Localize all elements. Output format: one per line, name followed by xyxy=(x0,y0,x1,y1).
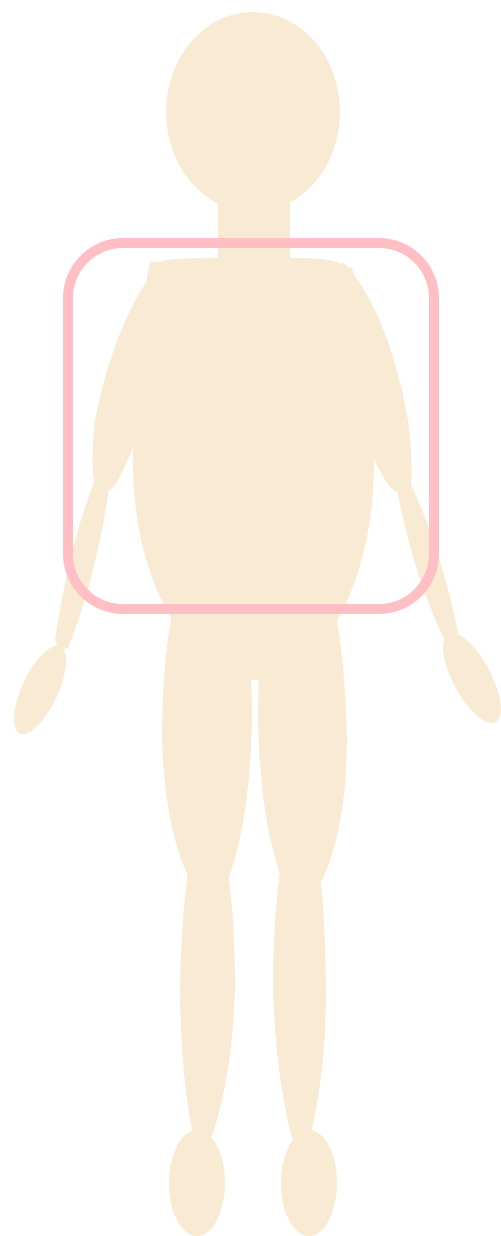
left-foot xyxy=(169,1130,225,1236)
right-hand xyxy=(432,625,501,731)
body-silhouette xyxy=(3,12,501,1236)
right-foot xyxy=(281,1130,337,1236)
right-shin xyxy=(273,872,326,1142)
head xyxy=(166,12,340,212)
left-shin xyxy=(180,872,235,1142)
left-forearm xyxy=(55,478,108,649)
left-thigh xyxy=(162,572,252,880)
left-hand xyxy=(3,639,76,741)
right-thigh xyxy=(258,572,347,880)
right-forearm xyxy=(398,478,458,644)
